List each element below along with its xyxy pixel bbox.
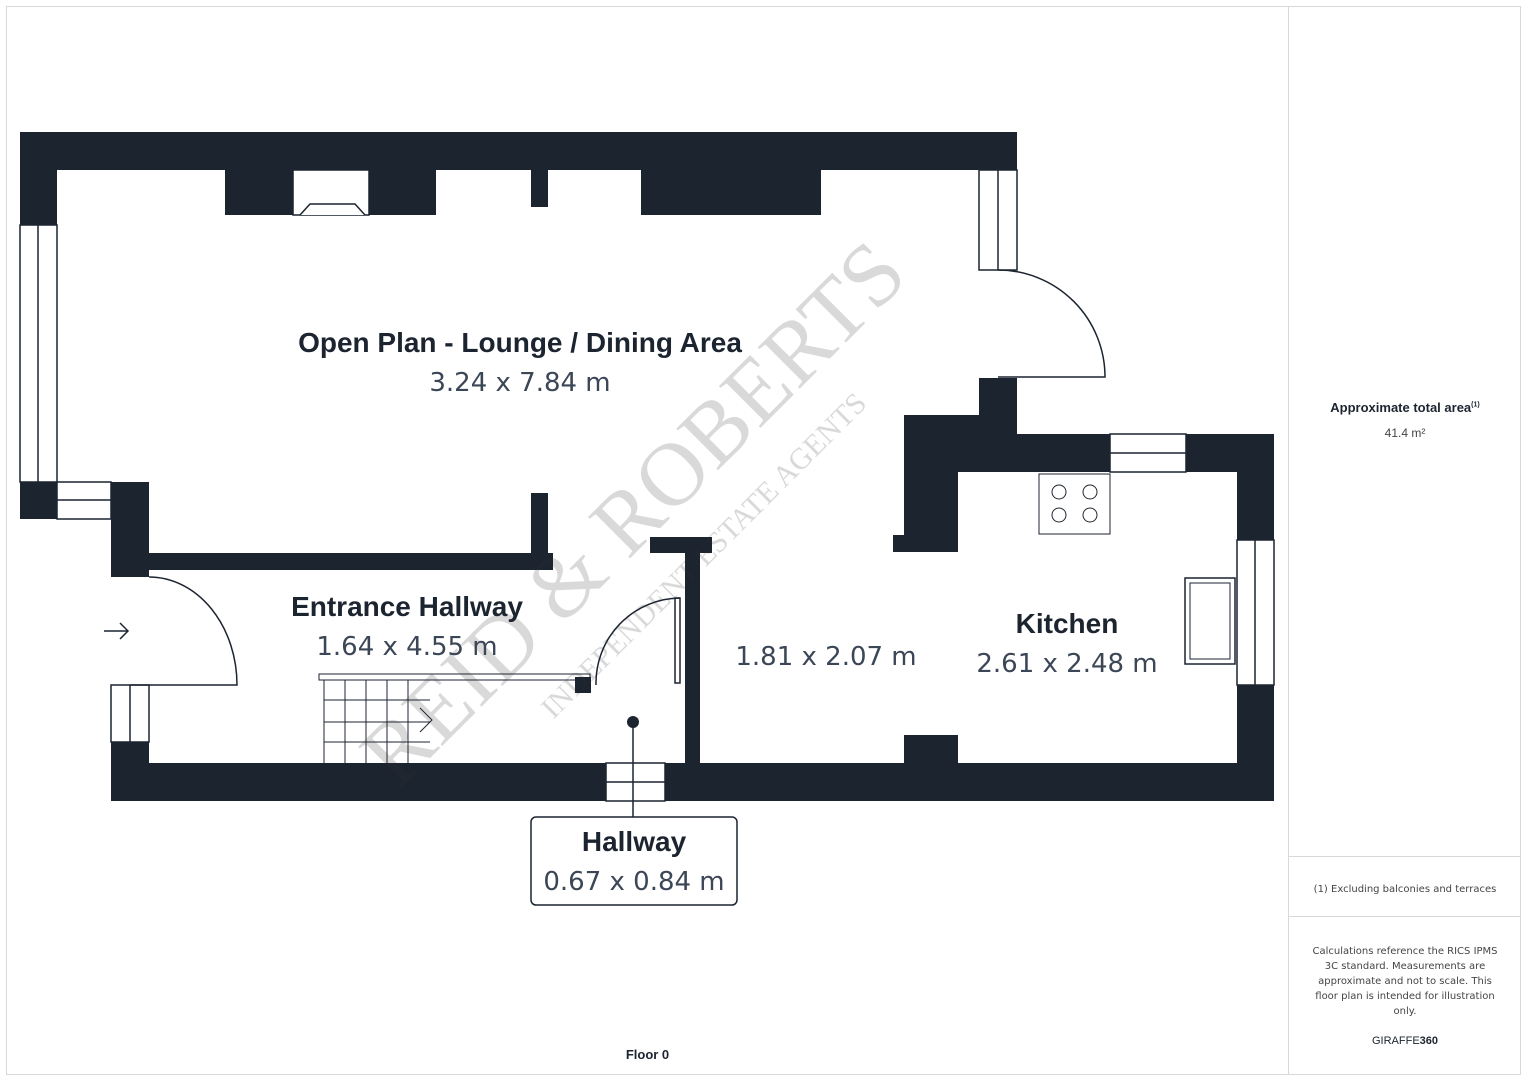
area-value: 41.4 m² (1384, 426, 1426, 440)
brand-logo: GIRAFFE360 (1289, 1035, 1521, 1047)
hallway-label-box (530, 816, 738, 906)
room-dims-kitchen: 2.61 x 2.48 m (976, 649, 1157, 679)
area-title: Approximate total area(1) (1289, 400, 1521, 415)
area-note-marker: (1) (1471, 401, 1480, 409)
brand-b: 360 (1419, 1035, 1439, 1047)
hallway-marker-dot (627, 716, 639, 728)
divider (1289, 856, 1521, 857)
area-title-text: Approximate total area (1330, 400, 1472, 415)
room-dims-lounge: 3.24 x 7.84 m (429, 368, 610, 398)
hob (1038, 473, 1236, 665)
walls (20, 132, 1274, 801)
doors (104, 269, 1106, 686)
watermark-logo: REID & ROBERTS INDEPENDENT ESTATE AGENTS (342, 222, 924, 804)
disclaimer: Calculations reference the RICS IPMS 3C … (1312, 946, 1498, 1017)
room-name-hallway: Hallway (582, 826, 687, 857)
room-dims-utility: 1.81 x 2.07 m (735, 642, 916, 672)
stairs (318, 673, 591, 763)
room-dims-entrance-hallway: 1.64 x 4.55 m (316, 632, 497, 662)
room-name-lounge: Open Plan - Lounge / Dining Area (298, 327, 742, 358)
divider (1289, 916, 1521, 917)
page-frame (6, 6, 1521, 1075)
info-sidebar: Approximate total area(1) 41.4 m² (1) Ex… (1288, 6, 1521, 1075)
floor-label: Floor 0 (625, 1047, 670, 1062)
room-dims-hallway: 0.67 x 0.84 m (543, 867, 724, 897)
brand-a: GIRAFFE (1371, 1035, 1420, 1047)
windows (19, 169, 1275, 802)
footnote: (1) Excluding balconies and terraces (1313, 884, 1497, 895)
entrance-arrow-icon (104, 622, 130, 640)
room-name-entrance-hallway: Entrance Hallway (291, 591, 523, 622)
room-name-kitchen: Kitchen (1016, 608, 1119, 639)
